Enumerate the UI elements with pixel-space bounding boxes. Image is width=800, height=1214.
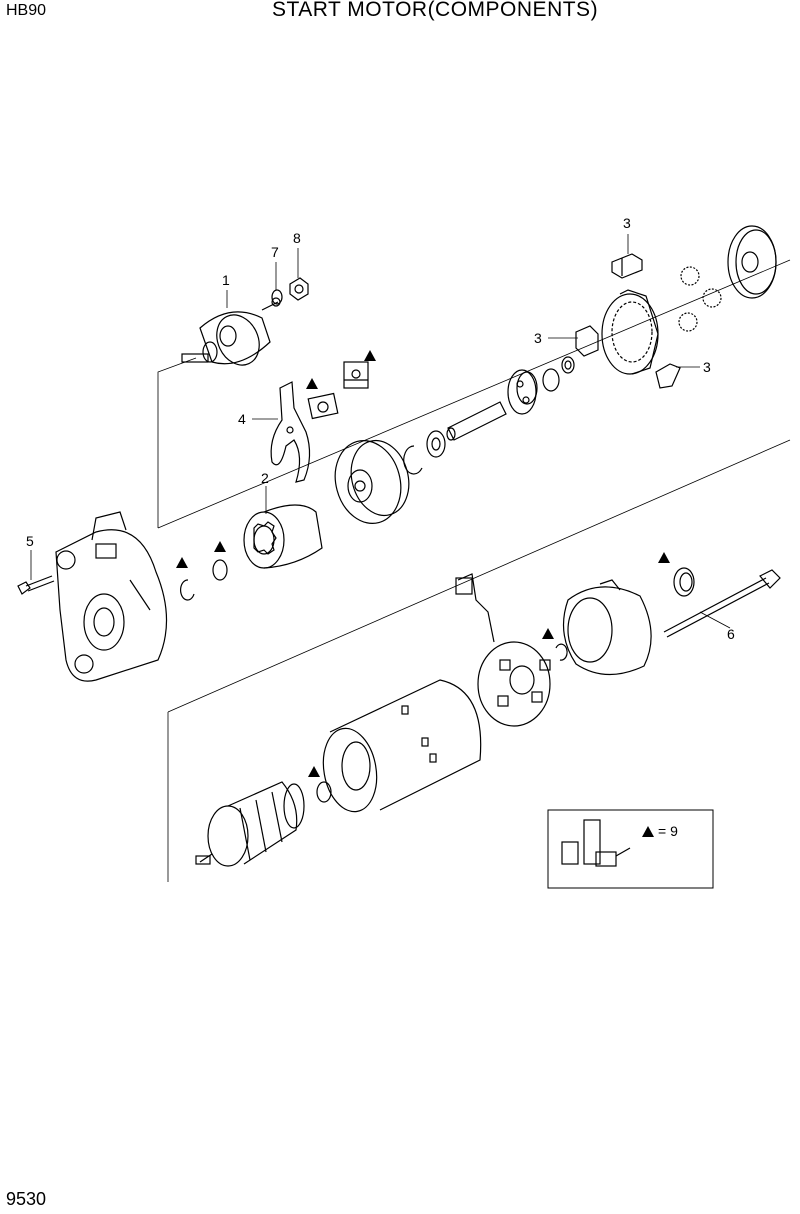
assembly-guide-line xyxy=(157,259,791,529)
through-bolt-part xyxy=(663,569,781,638)
gear-cover-part xyxy=(727,225,777,299)
leader-line xyxy=(699,611,731,629)
solenoid-part xyxy=(181,297,281,366)
bolt-part xyxy=(17,575,55,595)
terminal-plate-part xyxy=(455,573,495,643)
bushing-part xyxy=(673,567,695,597)
page-title: START MOTOR(COMPONENTS) xyxy=(271,0,599,21)
cushion-part xyxy=(611,253,643,279)
callout-6: 6 xyxy=(727,626,735,642)
triangle-icon xyxy=(176,557,188,568)
assembly-guide-line xyxy=(157,357,197,528)
planet-gear-part xyxy=(678,312,698,332)
triangle-icon xyxy=(542,628,554,639)
cushion-part xyxy=(575,325,599,357)
washer-part xyxy=(542,368,560,392)
triangle-icon xyxy=(642,826,654,837)
bearing-part xyxy=(561,356,575,374)
front-housing-part xyxy=(55,511,168,682)
planet-gear-part xyxy=(702,288,722,308)
washer-part xyxy=(426,430,446,458)
planet-gear-part xyxy=(680,266,700,286)
snap-ring-part xyxy=(180,579,195,601)
brush-kit-part xyxy=(561,819,631,867)
pinion-clutch-part xyxy=(243,504,323,569)
center-bracket-part xyxy=(334,439,410,525)
armature-part xyxy=(195,781,305,867)
page-number: 9530 xyxy=(6,1189,47,1209)
planet-shaft-part xyxy=(446,369,538,441)
clip-part xyxy=(403,445,423,475)
callout-3: 3 xyxy=(703,359,711,375)
rear-cover-part xyxy=(562,579,652,676)
callout-8: 8 xyxy=(293,230,301,246)
washer-part xyxy=(316,781,332,803)
callout-1: 1 xyxy=(222,272,230,288)
callout-2: 2 xyxy=(261,470,269,486)
triangle-icon xyxy=(658,552,670,563)
brush-holder-part xyxy=(477,641,551,727)
clip-part xyxy=(555,643,568,661)
triangle-icon xyxy=(364,350,376,361)
legend-text: = 9 xyxy=(658,823,678,839)
triangle-icon xyxy=(308,766,320,777)
callout-3: 3 xyxy=(623,215,631,231)
brush-kit-box xyxy=(547,809,714,889)
triangle-icon xyxy=(306,378,318,389)
block-part xyxy=(343,361,369,389)
callout-3: 3 xyxy=(534,330,542,346)
callout-7: 7 xyxy=(271,244,279,260)
stop-ring-part xyxy=(212,559,228,581)
callout-4: 4 xyxy=(238,411,246,427)
internal-gear-part xyxy=(601,289,659,375)
callout-5: 5 xyxy=(26,533,34,549)
triangle-icon xyxy=(214,541,226,552)
plunger-part xyxy=(307,392,339,420)
model-code: HB90 xyxy=(6,2,47,19)
shift-lever-part xyxy=(270,381,311,483)
washer-part xyxy=(271,289,283,305)
assembly-guide-line xyxy=(167,439,791,713)
yoke-part xyxy=(322,679,482,813)
cushion-part xyxy=(655,363,681,389)
nut-part xyxy=(289,277,309,301)
